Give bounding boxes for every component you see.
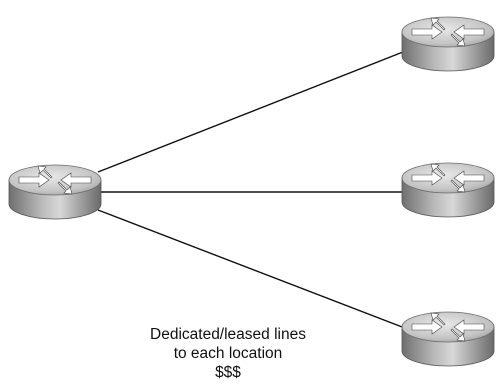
leased-lines-caption: Dedicated/leased lines to each location … [128, 325, 328, 382]
leased-line-links [97, 49, 411, 331]
leased-line-bottom [97, 209, 411, 331]
hub-router-icon [8, 164, 102, 220]
remote-router-middle-icon [401, 162, 495, 218]
leased-line-top [97, 49, 409, 173]
caption-line-2: to each location [173, 345, 283, 362]
caption-line-1: Dedicated/leased lines [150, 326, 306, 343]
caption-line-3: $$$ [215, 364, 241, 381]
remote-router-top-icon [401, 16, 495, 72]
remote-router-bottom-icon [401, 311, 495, 367]
